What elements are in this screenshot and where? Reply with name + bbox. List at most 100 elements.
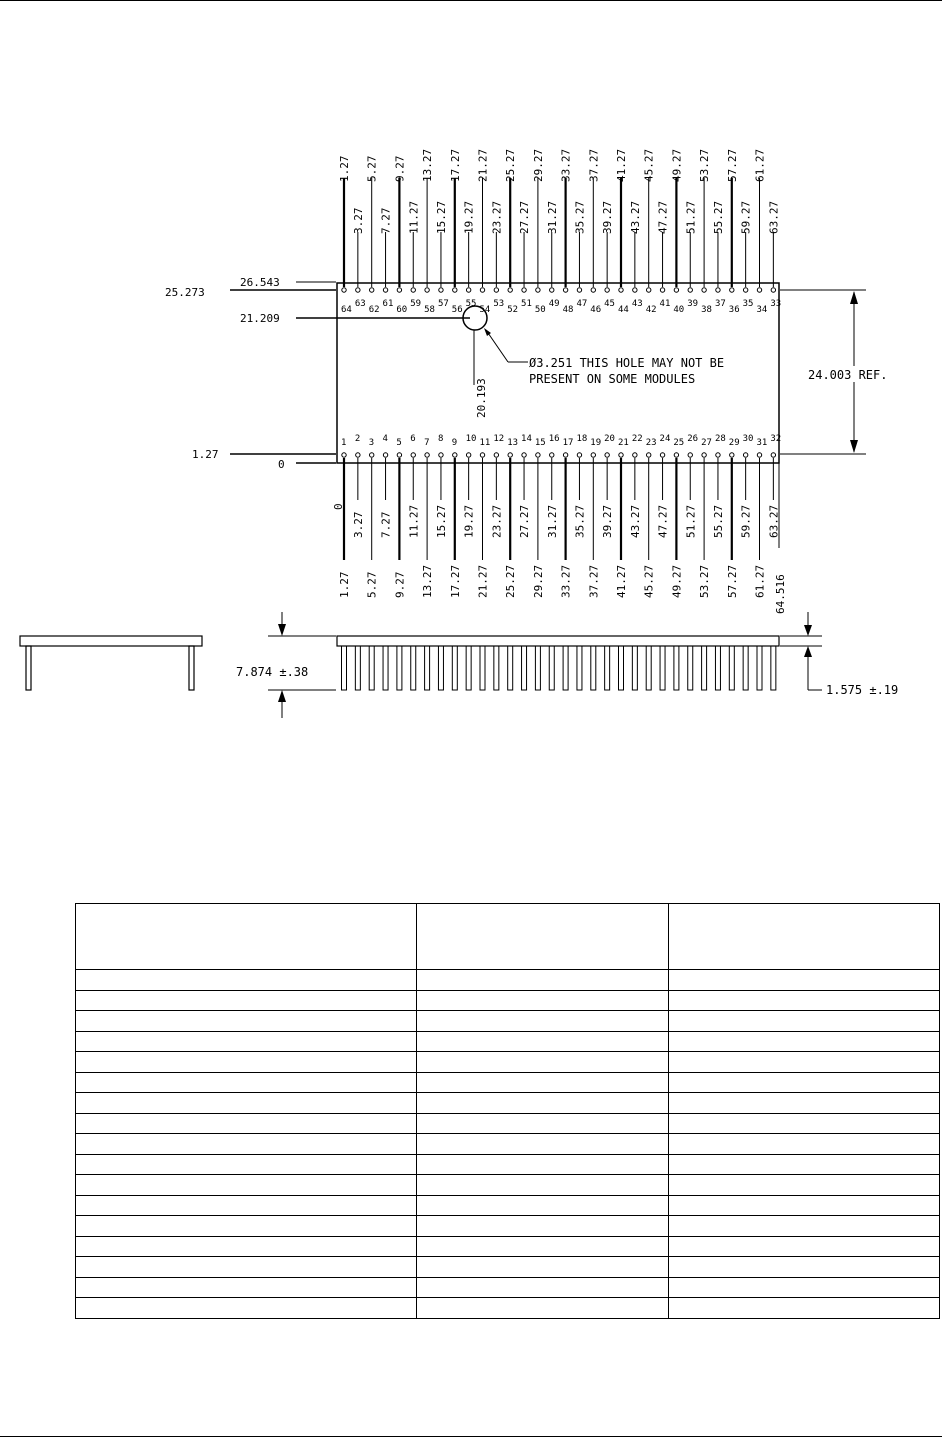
table-cell <box>416 1256 669 1278</box>
bottom-pad <box>521 452 527 458</box>
bottom-pin-dimension: 5.27 <box>366 572 379 599</box>
top-pad <box>369 287 375 293</box>
bottom-pad <box>618 452 624 458</box>
pin-number: 52 <box>507 305 518 315</box>
top-pin-dimension: 25.27 <box>504 149 517 182</box>
table-cell <box>668 1153 940 1175</box>
bottom-pad <box>673 452 680 458</box>
hole-note-leader <box>485 329 509 363</box>
table-cell <box>416 1092 669 1114</box>
top-pin-dimension: 1.27 <box>338 156 351 183</box>
pin-number: 50 <box>535 305 546 315</box>
table-cell <box>668 1297 940 1319</box>
pin-number: 7 <box>424 438 429 448</box>
hole-note-line1: Ø3.251 THIS HOLE MAY NOT BE <box>529 356 724 370</box>
table-cell <box>75 1256 417 1278</box>
bottom-pad <box>396 452 403 458</box>
table-header-cell <box>668 903 940 970</box>
table-cell <box>416 1194 669 1216</box>
pin-number: 40 <box>673 305 684 315</box>
bottom-pad <box>576 452 583 458</box>
bottom-pin-dimension: 43.27 <box>629 505 642 538</box>
table-cell <box>416 989 669 1011</box>
bottom-pin-dimension: 35.27 <box>573 505 586 538</box>
dimension-21-209: 21.209 <box>240 312 280 325</box>
bottom-pin-dimension: 31.27 <box>546 505 559 538</box>
top-pad <box>576 287 583 293</box>
bottom-pad <box>382 452 389 458</box>
side-pin <box>396 645 403 691</box>
bottom-pad <box>715 452 721 458</box>
table-cell <box>75 1235 417 1257</box>
table-cell <box>416 1030 669 1052</box>
table-cell <box>416 1112 669 1134</box>
bottom-pin-dimension: 47.27 <box>657 505 670 538</box>
bottom-pad <box>562 452 569 458</box>
bottom-pin-dimension: 39.27 <box>601 505 614 538</box>
pin-number: 44 <box>618 305 629 315</box>
top-pin-dimension: 57.27 <box>726 149 739 182</box>
bottom-pad <box>646 452 652 458</box>
side-pin <box>341 645 347 691</box>
pin-number: 22 <box>632 434 643 444</box>
bottom-pad <box>756 452 763 458</box>
pin-number: 17 <box>563 438 574 448</box>
table-row <box>75 1133 940 1155</box>
mounting-hole <box>462 305 488 331</box>
side-view <box>336 635 780 647</box>
table-row <box>75 1194 940 1216</box>
table-row <box>75 1235 940 1257</box>
table-row <box>75 1174 940 1196</box>
top-pin-dimension: 31.27 <box>546 201 559 234</box>
bottom-pin-dimension: 21.27 <box>477 565 490 598</box>
pin-number: 31 <box>757 438 768 448</box>
table-cell <box>416 1276 669 1298</box>
table-cell <box>75 1030 417 1052</box>
bottom-pad <box>729 452 735 458</box>
bottom-pin-row <box>341 452 777 560</box>
top-pin-dimension: 11.27 <box>407 201 420 234</box>
pin-number: 43 <box>632 299 643 309</box>
side-pin <box>382 645 389 691</box>
table-cell <box>75 1297 417 1319</box>
table-cell <box>668 1133 940 1155</box>
pin-number: 1 <box>341 438 346 448</box>
pin-number: 26 <box>687 434 698 444</box>
pin-number: 6 <box>410 434 415 444</box>
bottom-pad <box>452 452 458 458</box>
top-pin-dimension: 13.27 <box>421 149 434 182</box>
top-pad <box>396 287 403 293</box>
side-pin <box>451 645 458 691</box>
side-view-pins <box>341 645 777 691</box>
bottom-pin-dimension: 1.27 <box>338 572 351 599</box>
top-pad <box>549 287 555 293</box>
pin-number: 28 <box>715 434 726 444</box>
bottom-pin-dimension: 11.27 <box>407 505 420 538</box>
top-pin-dimension: 49.27 <box>670 149 683 182</box>
top-pad <box>355 287 361 293</box>
bottom-pad <box>507 452 513 458</box>
pin-number: 21 <box>618 438 629 448</box>
thickness-arrow-up <box>804 646 812 657</box>
dimension-26-543: 26.543 <box>240 276 280 289</box>
top-pin-dimension: 15.27 <box>435 201 448 234</box>
table-header-row <box>75 903 940 970</box>
table-cell <box>668 1276 940 1298</box>
bottom-pin-dimension: 45.27 <box>643 565 656 598</box>
table-row <box>75 1297 940 1319</box>
pin-number: 48 <box>563 305 574 315</box>
bottom-pin-dimension: 25.27 <box>504 565 517 598</box>
bottom-pad <box>493 452 500 458</box>
table-cell <box>668 1235 940 1257</box>
side-pin <box>631 645 638 691</box>
hole-note-arrowhead <box>484 328 491 336</box>
height-ref-label: 24.003 REF. <box>808 368 887 382</box>
pin-number: 12 <box>493 434 504 444</box>
top-pad <box>479 287 486 293</box>
height-arrow-down <box>850 440 858 453</box>
pin-number: 59 <box>410 299 421 309</box>
top-pin-dimension: 3.27 <box>352 208 365 235</box>
side-pin <box>756 645 763 691</box>
footer-rule <box>0 1436 942 1437</box>
pin-number: 58 <box>424 305 435 315</box>
